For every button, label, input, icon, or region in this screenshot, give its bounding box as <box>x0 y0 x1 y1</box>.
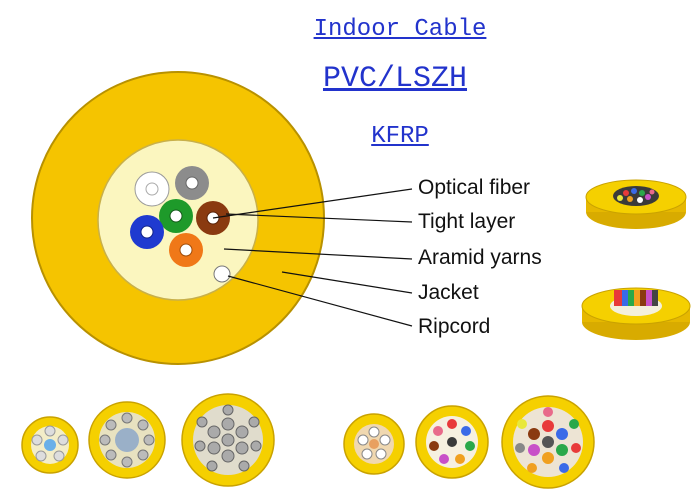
title-jacket-material: PVC/LSZH <box>322 62 468 96</box>
cable-end-photo-1 <box>585 179 687 229</box>
ripcord <box>213 265 231 283</box>
bottom-cable-section-2 <box>88 401 166 479</box>
title-indoor-cable: Indoor Cable <box>313 16 487 43</box>
callout-leader-lines <box>212 188 413 327</box>
bottom-cable-section-6 <box>501 395 595 489</box>
bottom-cable-section-3 <box>181 393 275 487</box>
callout-jacket: Jacket <box>418 281 479 304</box>
fiber-gray <box>175 166 209 200</box>
bottom-cable-section-5 <box>415 405 489 479</box>
callout-aramid-yarns: Aramid yarns <box>418 246 542 269</box>
fiber-white <box>134 171 170 207</box>
bottom-cable-section-4 <box>343 413 405 475</box>
fiber-orange <box>169 233 203 267</box>
callout-tight-layer: Tight layer <box>418 210 516 233</box>
fiber-blue <box>130 215 164 249</box>
callout-optical-fiber: Optical fiber <box>418 176 531 199</box>
fiber-green <box>159 199 193 233</box>
bottom-cable-section-1 <box>21 416 79 474</box>
callout-ripcord: Ripcord <box>418 315 491 338</box>
cable-end-photo-2 <box>581 287 691 340</box>
title-strength-member: KFRP <box>371 123 429 150</box>
